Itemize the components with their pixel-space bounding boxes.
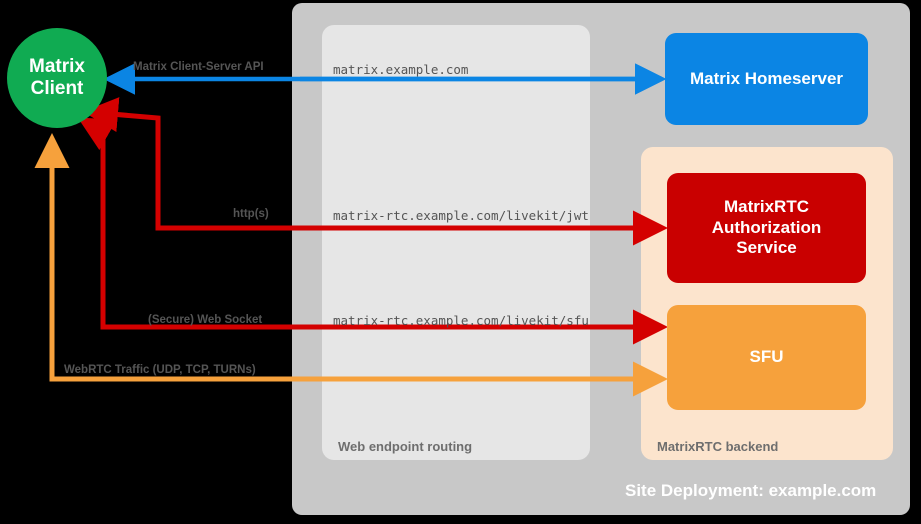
caption-matrixrtc-backend: MatrixRTC backend xyxy=(657,439,779,454)
auth-service-label-line2: Authorization xyxy=(711,217,822,237)
endpoint-livekit-jwt: matrix-rtc.example.com/livekit/jwt xyxy=(333,208,589,223)
caption-web-endpoint-routing: Web endpoint routing xyxy=(338,439,473,454)
flow-label-secure-web-socket: (Secure) Web Socket xyxy=(148,314,263,326)
endpoint-matrix-example-com: matrix.example.com xyxy=(333,62,469,77)
auth-service-label-line1: MatrixRTC xyxy=(723,197,809,217)
auth-service-label-line3: Service xyxy=(736,238,797,258)
sfu-node[interactable]: SFU xyxy=(667,305,866,410)
flow-label-webrtc-traffic: WebRTC Traffic (UDP, TCP, TURNs) xyxy=(64,364,256,376)
flow-secure-web-socket xyxy=(77,117,668,345)
flow-label-https: http(s) xyxy=(233,208,269,220)
matrix-client-label-line1: Matrix xyxy=(29,56,85,78)
flow-https-jwt xyxy=(83,97,668,246)
sfu-label: SFU xyxy=(749,347,784,367)
matrix-homeserver-label: Matrix Homeserver xyxy=(689,68,844,88)
endpoint-livekit-sfu: matrix-rtc.example.com/livekit/sfu xyxy=(333,313,589,328)
flow-webrtc-traffic xyxy=(34,133,668,397)
matrix-client-node[interactable]: Matrix Client xyxy=(7,28,107,128)
flow-label-client-server-api: Matrix Client-Server API xyxy=(133,61,264,73)
matrix-homeserver-node[interactable]: Matrix Homeserver xyxy=(665,33,868,125)
caption-site-deployment: Site Deployment: example.com xyxy=(625,481,877,500)
matrix-client-label-line2: Client xyxy=(30,78,84,99)
matrixrtc-authorization-service-node[interactable]: MatrixRTC Authorization Service xyxy=(667,173,866,283)
web-endpoint-routing-panel xyxy=(322,25,590,460)
